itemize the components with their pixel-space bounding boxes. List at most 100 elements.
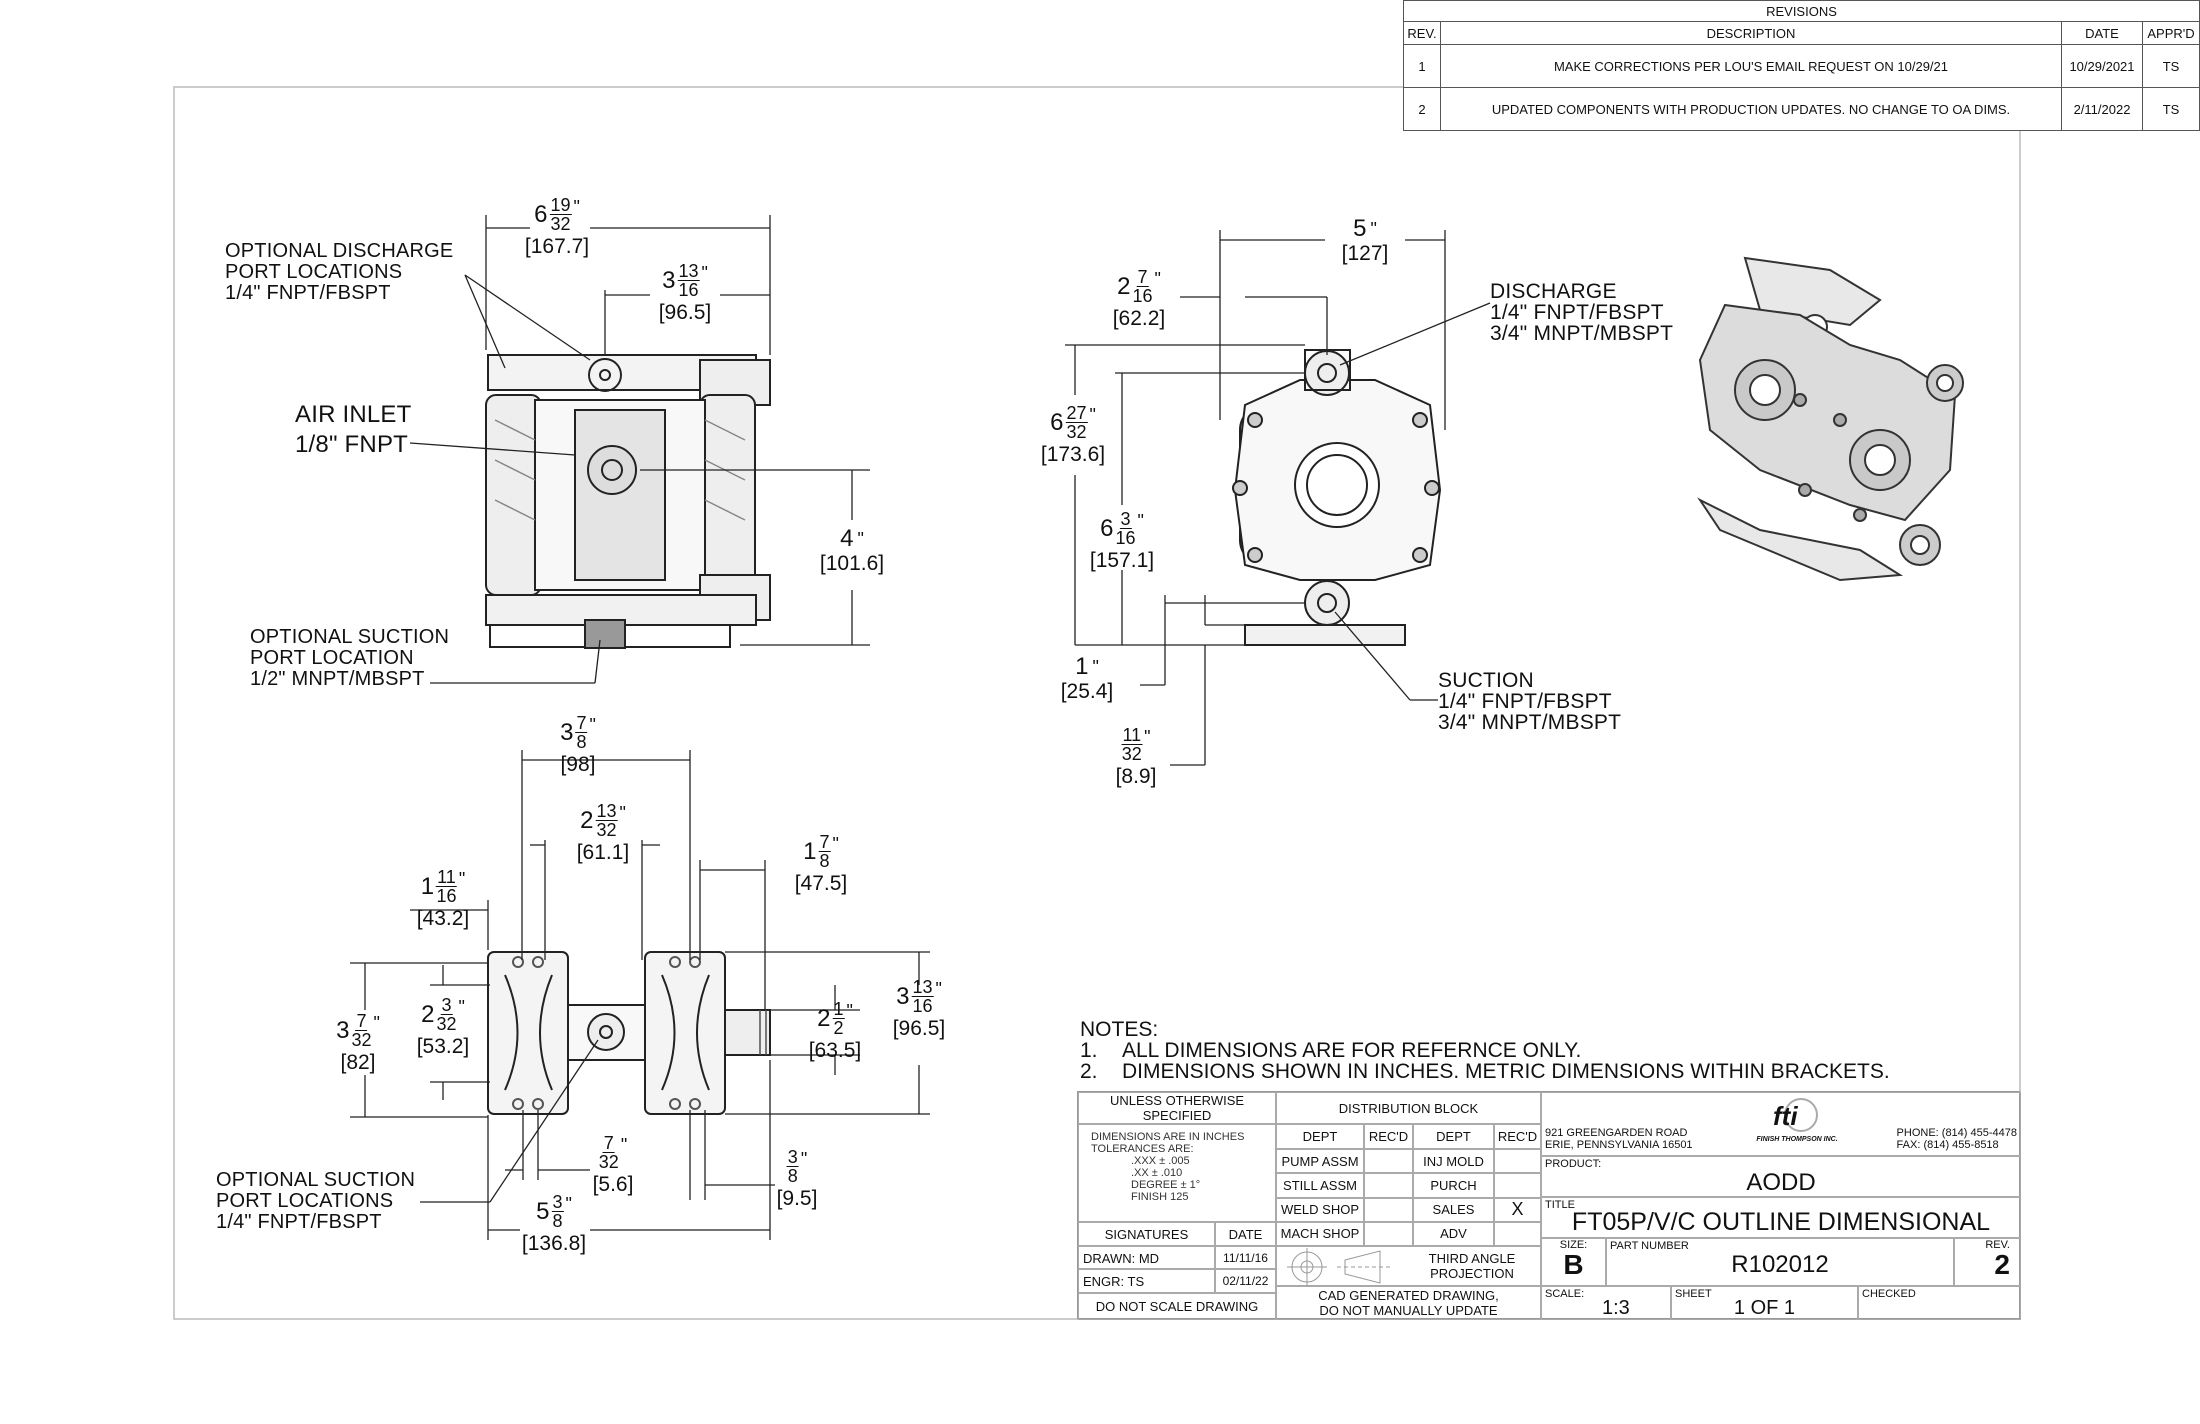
dept-name: MACH SHOP <box>1276 1221 1364 1246</box>
sheet-label: SHEET <box>1675 1288 1712 1300</box>
revision-approver: TS <box>2142 87 2200 131</box>
product-cell: PRODUCT: AODD <box>1541 1156 2021 1197</box>
dimension-whole: 3 <box>896 982 910 1010</box>
engineer-date: 02/11/22 <box>1215 1269 1276 1293</box>
fraction-numerator: 7 <box>1136 267 1149 287</box>
callout-line: PORT LOCATIONS <box>225 261 403 283</box>
callout-line: 3/4" MNPT/MBSPT <box>1490 322 1674 345</box>
dept-name: PUMP ASSM <box>1276 1149 1364 1174</box>
revision-approver: TS <box>2142 44 2200 88</box>
dimension-metric: [173.6] <box>1040 443 1106 466</box>
recd-cell <box>1364 1197 1413 1222</box>
revision-row: 2 UPDATED COMPONENTS WITH PRODUCTION UPD… <box>1403 87 2200 131</box>
dept-name: PURCH <box>1413 1173 1494 1198</box>
callout-line: DISCHARGE <box>1490 280 1617 303</box>
dept-name: SALES <box>1413 1197 1494 1222</box>
dimension-side-suction-height: 1"[25.4] <box>1060 653 1114 703</box>
dimension-whole: 6 <box>534 200 548 228</box>
phone: PHONE: (814) 455-4478 <box>1896 1127 2017 1139</box>
fraction-numerator: 13 <box>677 261 700 281</box>
dimension-metric: [9.5] <box>776 1187 818 1210</box>
dimension-metric: [62.2] <box>1112 307 1166 330</box>
fraction-denominator: 8 <box>787 1166 798 1186</box>
note-text: DIMENSIONS SHOWN IN INCHES. METRIC DIMEN… <box>1122 1060 1890 1083</box>
fraction-numerator: 7 <box>818 832 831 852</box>
dimension-metric: [82] <box>340 1051 376 1074</box>
dimension-whole: 4 <box>840 525 854 552</box>
dimension-whole: 1 <box>420 872 435 900</box>
dimension-metric: [127] <box>1341 242 1389 265</box>
fraction-numerator: 7 <box>575 713 588 733</box>
product-value: AODD <box>1746 1169 1816 1196</box>
note-item: 2.DIMENSIONS SHOWN IN INCHES. METRIC DIM… <box>1080 1061 1890 1082</box>
product-label: PRODUCT: <box>1545 1158 1602 1170</box>
recd-mark <box>1494 1173 1541 1198</box>
scale-label: SCALE: <box>1545 1288 1585 1300</box>
revision-number: 1 <box>1403 44 1441 88</box>
address-line: ERIE, PENNSYLVANIA 16501 <box>1545 1139 1693 1151</box>
scale-cell: SCALE: 1:3 <box>1541 1286 1671 1320</box>
inch-mark: " <box>800 1149 808 1169</box>
drawing-title: FT05P/V/C OUTLINE DIMENSIONAL <box>1571 1208 1991 1236</box>
fraction-denominator: 8 <box>576 732 587 752</box>
callout-line: 1/2" MNPT/MBSPT <box>250 668 425 690</box>
side-dimension-lines <box>1065 230 1491 766</box>
dept-name: WELD SHOP <box>1276 1197 1364 1222</box>
front-dimension-lines <box>409 215 870 684</box>
revision-description: MAKE CORRECTIONS PER LOU'S EMAIL REQUEST… <box>1440 44 2062 88</box>
revisions-table: REVISIONS REV. DESCRIPTION DATE APPR'D 1… <box>1403 0 2200 131</box>
fraction-denominator: 16 <box>912 996 933 1016</box>
callout-line: OPTIONAL SUCTION <box>216 1169 416 1191</box>
callout-line: 1/4" FNPT/FBSPT <box>1438 690 1612 713</box>
svg-text:fti: fti <box>1773 1101 1798 1131</box>
inch-mark: " <box>857 529 864 549</box>
fraction-numerator: 13 <box>911 977 934 997</box>
address-line: 921 GREENGARDEN ROAD <box>1545 1127 1688 1139</box>
revision-description: UPDATED COMPONENTS WITH PRODUCTION UPDAT… <box>1440 87 2062 131</box>
projection-text: PROJECTION <box>1430 1266 1514 1281</box>
engineer: ENGR: TS <box>1078 1269 1215 1293</box>
callout-line: SUCTION <box>1438 669 1534 692</box>
optional-suction-front-callout: OPTIONAL SUCTION PORT LOCATION 1/2" MNPT… <box>250 627 449 690</box>
dimension-metric: [63.5] <box>808 1039 862 1062</box>
rev-header: REV. <box>1403 21 1441 45</box>
company-name: FINISH THOMPSON INC. <box>1756 1136 1838 1143</box>
third-angle-projection-icon <box>1287 1248 1390 1286</box>
checked-label: CHECKED <box>1862 1288 1916 1300</box>
signatures-header: SIGNATURES <box>1078 1222 1215 1246</box>
dimension-whole: 1 <box>1075 653 1089 680</box>
size-value: B <box>1563 1249 1584 1280</box>
dimension-metric: [136.8] <box>521 1232 587 1255</box>
fraction-denominator: 32 <box>1066 422 1087 442</box>
unless-specified: UNLESS OTHERWISE SPECIFIED <box>1078 1092 1276 1124</box>
fraction-numerator: 3 <box>440 995 453 1015</box>
dimension-whole: 2 <box>1117 272 1131 300</box>
fraction-denominator: 32 <box>598 1152 619 1172</box>
fraction-denominator: 16 <box>678 280 699 300</box>
dimension-metric: [43.2] <box>416 907 470 930</box>
fraction-denominator: 8 <box>552 1211 563 1231</box>
inch-mark: " <box>701 263 708 283</box>
dimension-metric: [25.4] <box>1060 680 1114 703</box>
inch-mark: " <box>1137 511 1144 531</box>
dimension-whole: 3 <box>560 718 574 746</box>
fraction-denominator: 8 <box>819 851 830 871</box>
tolerance-line: TOLERANCES ARE: <box>1091 1143 1194 1155</box>
fraction-denominator: 16 <box>1115 528 1136 548</box>
notes-heading: NOTES: <box>1080 1018 1159 1041</box>
